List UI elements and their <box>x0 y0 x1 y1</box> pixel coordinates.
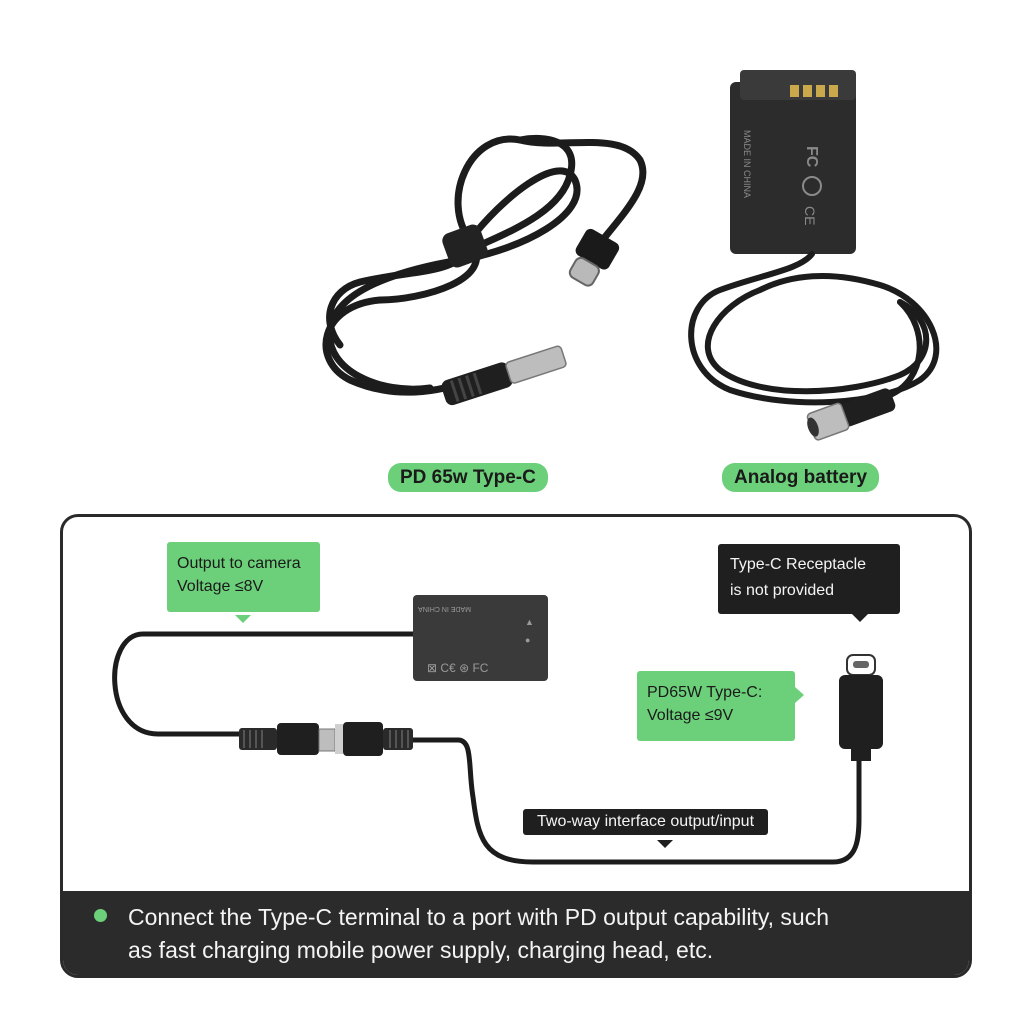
footer-line2: as fast charging mobile power supply, ch… <box>128 937 714 963</box>
type-c-plug-image <box>568 228 620 287</box>
svg-text:CE: CE <box>802 206 818 225</box>
output-callout-line1: Output to camera <box>177 555 301 572</box>
analog-battery-image: MADE IN CHINA FC CE <box>730 70 856 254</box>
analog-battery-label: Analog battery <box>722 463 880 492</box>
receptacle-callout-line2: is not provided <box>730 582 835 599</box>
bullet-dot <box>94 909 107 922</box>
interface-tag: Two-way interface output/input <box>523 809 769 835</box>
receptacle-callout: Type-C Receptacle is not provided <box>718 544 900 614</box>
svg-text:MADE IN CHINA: MADE IN CHINA <box>742 130 752 198</box>
dc-jack-image <box>806 388 896 441</box>
output-callout: Output to camera Voltage ≤8V <box>167 542 320 612</box>
svg-text:FC: FC <box>803 146 820 168</box>
dc-plug-image <box>441 345 567 406</box>
footer-note: Connect the Type-C terminal to a port wi… <box>63 891 969 975</box>
diagram-battery-text: MADE IN CHINA <box>418 605 471 612</box>
wiring-diagram: MADE IN CHINA ⊠ C€ ⊛ FC ▲ ● <box>112 595 883 865</box>
svg-text:●: ● <box>525 635 530 645</box>
output-callout-line2: Voltage ≤8V <box>177 578 264 595</box>
svg-text:⊠ C€ ⊛ FC: ⊠ C€ ⊛ FC <box>427 661 489 675</box>
diagram-dc-female <box>335 722 413 756</box>
svg-text:▲: ▲ <box>525 617 534 627</box>
diagram-dc-male <box>239 723 336 755</box>
pd-cable-label: PD 65w Type-C <box>388 463 548 492</box>
diagram-battery: MADE IN CHINA ⊠ C€ ⊛ FC ▲ ● <box>413 595 548 681</box>
diagram-type-c-plug <box>839 654 883 761</box>
product-illustration: MADE IN CHINA FC CE <box>322 70 940 441</box>
pd-callout: PD65W Type-C: Voltage ≤9V <box>637 671 795 741</box>
diagram-panel: MADE IN CHINA ⊠ C€ ⊛ FC ▲ ● <box>60 514 972 978</box>
pd-callout-line1: PD65W Type-C: <box>647 684 763 701</box>
receptacle-callout-line1: Type-C Receptacle <box>730 556 867 573</box>
pd-callout-line2: Voltage ≤9V <box>647 707 734 724</box>
footer-line1: Connect the Type-C terminal to a port wi… <box>128 904 830 930</box>
